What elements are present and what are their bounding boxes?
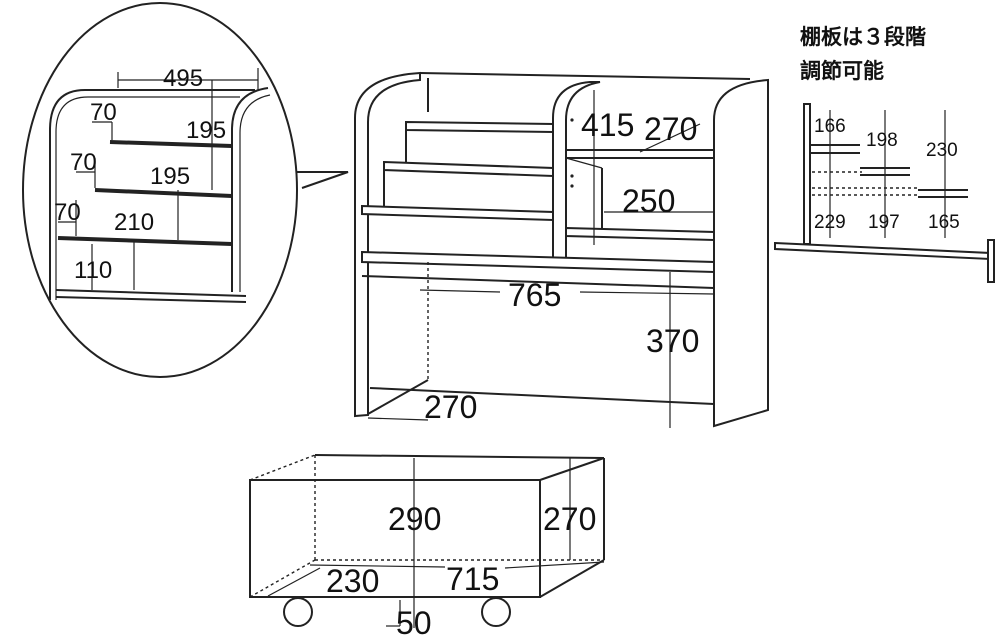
main-partition (552, 81, 601, 259)
detail-right-panel (231, 87, 269, 292)
detail-left-panel (49, 89, 255, 300)
shelf-adjust-note: 棚板は３段階 調節可能 (800, 25, 926, 83)
detail-shelf-height-1-label: 195 (186, 117, 226, 144)
main-unit: 415 270 250 765 370 270 (354, 71, 769, 428)
main-upper-right-depth-label: 270 (644, 111, 697, 147)
cart-caster-right (481, 597, 511, 627)
detail-view: 495 70 195 70 195 70 210 110 (22, 2, 349, 378)
detail-width-label: 495 (163, 65, 203, 92)
shelf-position-schematic: 166 198 230 229 197 165 (774, 103, 995, 283)
detail-step-low-label: 70 (54, 199, 81, 226)
detail-shelf-height-3-label: 210 (114, 209, 154, 236)
shelf-pos-bottom-left-label: 229 (814, 212, 846, 233)
main-shelf-low (361, 204, 554, 222)
cart-caster-left (283, 597, 313, 627)
main-left-panel (354, 71, 421, 418)
detail-shelf-height-2-label: 195 (150, 163, 190, 190)
shelf-pos-top-mid-label: 198 (866, 130, 898, 151)
note-line-2: 調節可能 (800, 59, 884, 83)
detail-pointer (296, 171, 349, 189)
cart-inner-height-label: 290 (388, 501, 441, 537)
main-lower-height-label: 370 (646, 323, 699, 359)
main-shelf-mid (383, 160, 554, 178)
cart-height-label: 270 (543, 501, 596, 537)
main-upper-right-height-label: 415 (581, 107, 634, 143)
cart-width-label: 715 (446, 561, 499, 597)
detail-base-height-label: 110 (74, 257, 112, 284)
main-mid-right-height-label: 250 (622, 183, 675, 219)
cart-depth-label: 230 (326, 563, 379, 599)
main-desk-board (361, 250, 715, 274)
cart-caster-height-label: 50 (396, 605, 432, 641)
detail-step-top-label: 70 (90, 99, 117, 126)
shelf-pos-top-left-label: 166 (814, 116, 846, 137)
cart-front-face (249, 479, 541, 598)
note-line-1: 棚板は３段階 (800, 25, 926, 49)
detail-step-mid-label: 70 (70, 149, 97, 176)
detail-ellipse (22, 2, 298, 378)
cart: 290 270 230 715 50 (249, 454, 605, 641)
main-shelf-top (405, 120, 554, 134)
main-width-label: 765 (508, 277, 561, 313)
main-lower-depth-label: 270 (424, 389, 477, 425)
main-right-panel (713, 78, 769, 428)
shelf-pos-bottom-right-label: 165 (928, 212, 960, 233)
shelf-pos-top-right-label: 230 (926, 140, 958, 161)
shelf-pos-bottom-mid-label: 197 (868, 212, 900, 233)
